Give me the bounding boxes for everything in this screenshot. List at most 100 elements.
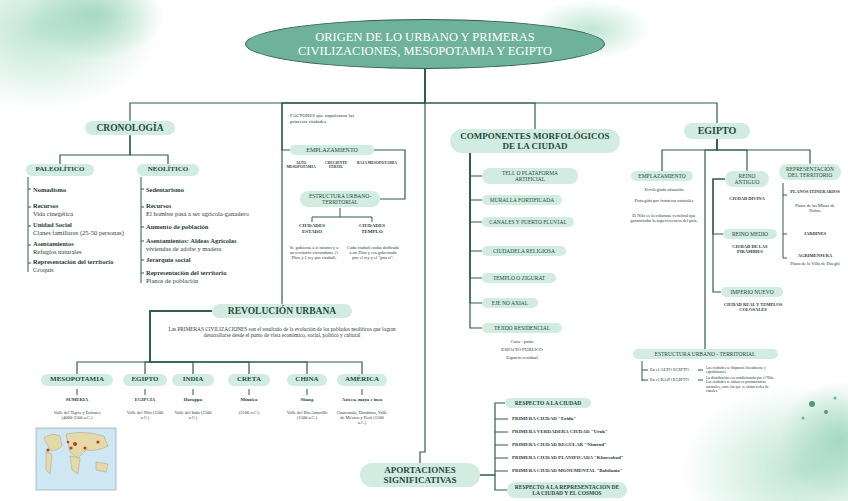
connector-line bbox=[717, 139, 810, 164]
note-text: Clanes familiares (25-50 personas) bbox=[33, 229, 133, 236]
topic-pill: RESPECTO A LA REPRESENTACIÓN DE LA CIUDA… bbox=[507, 482, 627, 498]
note-text: Espacio residual bbox=[482, 355, 562, 361]
connector-line bbox=[470, 153, 482, 200]
connector-line bbox=[130, 69, 425, 121]
topic-pill: COMPONENTES MORFOLÓGICOS DE LA CIUDAD bbox=[450, 129, 620, 153]
note-text: Valle del Río Amarillo (1500 a.C.) bbox=[284, 410, 330, 420]
note-text: Planos de población bbox=[146, 277, 266, 284]
topic-pill: CIUDADELA RELIGIOSA bbox=[482, 246, 566, 256]
topic-pill: PALEOLÍTICO bbox=[26, 164, 94, 176]
note-text: PRIMERA VERDADERA CIUDAD "Uruk" bbox=[512, 429, 662, 435]
topic-pill: NEOLÍTICO bbox=[137, 164, 199, 176]
node-text: EGIPTO bbox=[129, 376, 161, 384]
node-text: IMPERIO NUEVO bbox=[727, 289, 777, 295]
topic-pill: AMÉRICA bbox=[337, 374, 387, 386]
node-text: RESPECTO A LA CIUDAD bbox=[511, 400, 585, 406]
node-text: ESTRUCTURA URBANO-TERRITORIAL bbox=[306, 193, 374, 205]
note-text: viviendas de adobe y madera bbox=[146, 245, 266, 252]
topic-pill: REINO ANTIGUO bbox=[725, 171, 769, 187]
world-map bbox=[36, 428, 116, 490]
paint-dot bbox=[809, 401, 815, 407]
note-text: Shang bbox=[284, 397, 330, 403]
topic-pill: RESPECTO A LA CIUDAD bbox=[505, 398, 591, 408]
topic-pill: IMPERIO NUEVO bbox=[721, 287, 783, 297]
node-text: NEOLÍTICO bbox=[143, 166, 193, 174]
note-text: JARDINES bbox=[789, 231, 841, 236]
note-text: El Nilo es la columna vertebral que gara… bbox=[630, 213, 698, 223]
topic-pill: CRETA bbox=[228, 374, 270, 386]
node-text: REPRESENTACIÓN DEL TERRITORIO bbox=[785, 166, 835, 178]
topic-pill: INDIA bbox=[172, 374, 214, 386]
node-text: TELL O PLATAFORMA ARTIFICIAL bbox=[488, 170, 572, 182]
note-text: Representación del territorio bbox=[146, 269, 266, 276]
title-ellipse: ORIGEN DE LO URBANO Y PRIMERAS CIVILIZAC… bbox=[245, 19, 605, 69]
connector-line bbox=[470, 153, 482, 251]
connector-line bbox=[662, 139, 717, 171]
topic-pill: EMPLAZAMIENTO bbox=[631, 171, 693, 181]
watercolor-blob bbox=[25, 0, 165, 60]
topic-pill: ESTRUCTURA URBANO - TERRITORIAL bbox=[633, 349, 778, 359]
topic-pill: EJE NO AXIAL bbox=[482, 298, 538, 308]
note-text: Minoica bbox=[226, 397, 272, 403]
topic-pill: EGIPTO bbox=[123, 374, 167, 386]
node-text: REINO MEDIO bbox=[729, 231, 771, 237]
note-text: Recursos bbox=[33, 202, 133, 209]
note-text: CIUDAD DIVINA bbox=[723, 196, 771, 201]
connector-line bbox=[717, 139, 747, 171]
note-text: SUMERIA bbox=[54, 397, 100, 403]
connector-line bbox=[374, 150, 405, 199]
topic-pill: REVOLUCIÓN URBANA bbox=[212, 304, 352, 319]
note-text: AGRIMENSURA bbox=[789, 253, 841, 258]
branch-line bbox=[77, 389, 362, 395]
note-text: ALTO MESOPOTAMIA bbox=[286, 161, 316, 170]
connector-line bbox=[130, 135, 168, 164]
note-text: ESPACIO PÚBLICO bbox=[482, 347, 562, 353]
topic-pill: EMPLAZAMIENTO bbox=[290, 145, 374, 156]
topic-pill: APORTACIONES SIGNIFICATIVAS bbox=[360, 463, 480, 487]
connector-line bbox=[60, 135, 130, 164]
node-text: CRONOLOGÍA bbox=[91, 123, 169, 134]
connector-line bbox=[705, 139, 717, 349]
branch-line bbox=[312, 208, 372, 222]
note-text: En el ALTO EGIPTO bbox=[650, 367, 698, 372]
connector-line bbox=[425, 69, 535, 129]
node-text: REINO ANTIGUO bbox=[731, 173, 763, 185]
node-text: ESTRUCTURA URBANO - TERRITORIAL bbox=[639, 351, 772, 357]
note-text: PRIMERA CIUDAD MONUMENTAL "Babilonia" bbox=[512, 468, 662, 474]
note-text: Croquis bbox=[33, 266, 133, 273]
connector-line bbox=[420, 69, 425, 463]
topic-pill: CHINA bbox=[287, 374, 327, 386]
note-text: (2100 a.C.) bbox=[226, 410, 272, 415]
note-text: Sedentarismo bbox=[146, 186, 266, 193]
note-text: PLANOS ITINERARIOS bbox=[789, 189, 841, 194]
paint-dot bbox=[802, 417, 805, 420]
connector-line bbox=[150, 311, 249, 374]
note-text: Privilegiada situación bbox=[630, 187, 698, 192]
node-text: INDIA bbox=[178, 376, 208, 384]
note-text: Cada ciudad estaba dedicada a un Dios y … bbox=[346, 245, 400, 261]
connector-line bbox=[470, 153, 482, 328]
note-text: Plano de la Villa de Dueghi bbox=[789, 261, 841, 266]
topic-pill: REINO MEDIO bbox=[723, 229, 777, 239]
topic-pill: ESTRUCTURA URBANO-TERRITORIAL bbox=[300, 191, 380, 207]
connector-line bbox=[480, 403, 505, 475]
note-text: Jerarquía social bbox=[146, 256, 266, 263]
node-text: EGIPTO bbox=[690, 125, 744, 136]
note-text: Valle del Tigris y Éufrates (4000-3500 a… bbox=[50, 410, 104, 420]
note-text: Plano de las Minas de Nubia. bbox=[789, 203, 841, 213]
topic-pill: TELL O PLATAFORMA ARTIFICIAL bbox=[482, 168, 578, 184]
note-text: En el BAJO EGIPTO bbox=[650, 377, 698, 382]
note-text: BAJA MESOPOTAMIA bbox=[356, 161, 398, 165]
note-text: Las PRIMERAS CIVILIZACIONES son el resul… bbox=[162, 326, 402, 338]
note-text: PRIMERA CIUDAD REGULAR "Nimrud" bbox=[512, 442, 662, 448]
note-text: CIUDADES ESTADO bbox=[290, 223, 334, 235]
bullet-line bbox=[141, 177, 144, 283]
connector-line bbox=[282, 69, 425, 304]
node-text: APORTACIONES SIGNIFICATIVAS bbox=[366, 465, 474, 485]
topic-pill: EGIPTO bbox=[684, 123, 750, 138]
note-text: Asentamientos bbox=[33, 240, 133, 247]
connector-line bbox=[480, 475, 507, 490]
node-text: MESOPOTAMIA bbox=[47, 376, 107, 384]
topic-pill: REPRESENTACIÓN DEL TERRITORIO bbox=[779, 164, 841, 180]
